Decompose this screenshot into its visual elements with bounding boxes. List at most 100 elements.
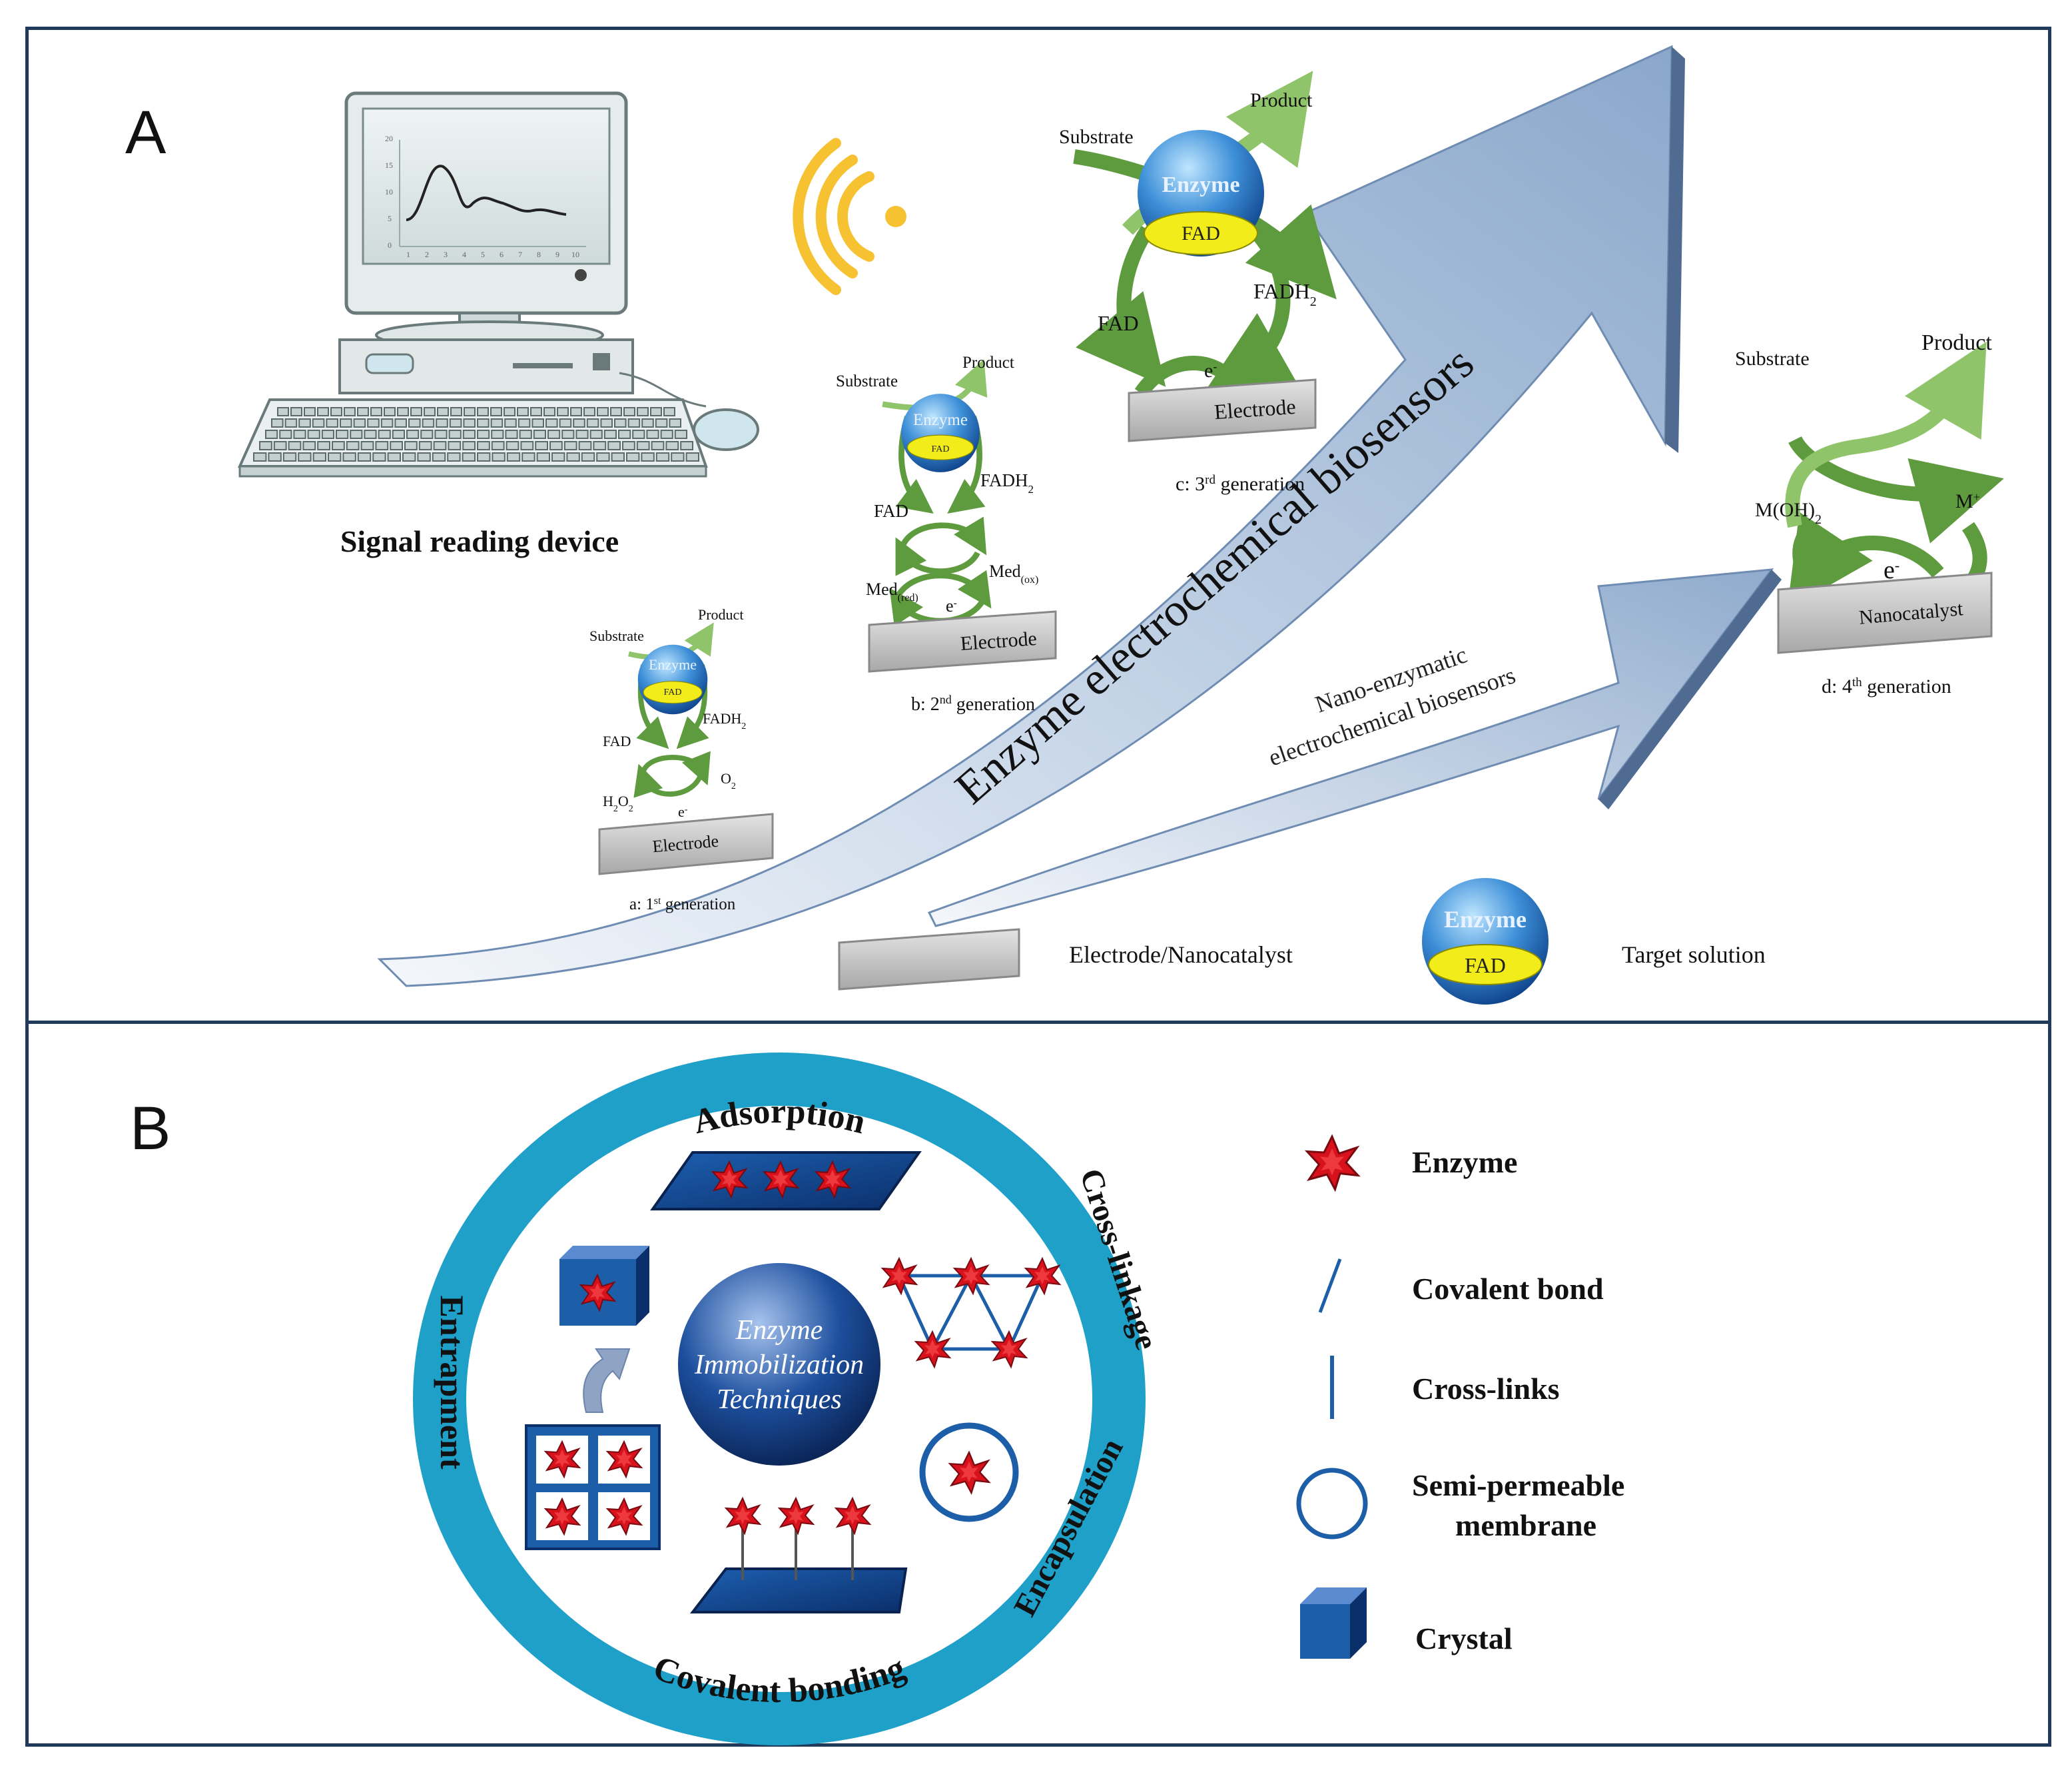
gen2-diagram: Enzyme FAD Substrate Product FADH2 FAD M…	[836, 354, 1057, 715]
keyboard-key	[655, 418, 668, 428]
svg-text:FAD: FAD	[664, 687, 682, 697]
svg-text:Product: Product	[962, 354, 1014, 372]
panel-b-legend: Enzyme Covalent bond Cross-links Semi-pe…	[1296, 1135, 1624, 1659]
svg-text:e-: e-	[678, 803, 688, 820]
keyboard-key	[367, 418, 380, 428]
svg-text:5: 5	[481, 250, 485, 259]
keyboard-key	[464, 407, 476, 416]
svg-text:Product: Product	[1921, 330, 1992, 355]
keyboard-key	[618, 430, 631, 439]
keyboard-key	[570, 407, 582, 416]
svg-text:FADH2: FADH2	[1253, 279, 1317, 309]
svg-text:Techniques: Techniques	[717, 1384, 841, 1415]
keyboard-key	[253, 452, 267, 462]
keyboard-key	[504, 418, 517, 428]
keyboard-key	[545, 418, 558, 428]
svg-text:3: 3	[444, 250, 448, 259]
keyboard-key	[685, 452, 699, 462]
covalent-plate	[689, 1498, 908, 1613]
keyboard-key	[663, 407, 675, 416]
svg-text:FAD: FAD	[1465, 953, 1506, 977]
keyboard-key	[566, 452, 580, 462]
keyboard-key	[410, 407, 422, 416]
keyboard-key	[596, 452, 610, 462]
keyboard-key	[312, 418, 325, 428]
keyboard-key	[655, 452, 670, 462]
svg-text:8: 8	[537, 250, 541, 259]
ring-label-left: Entrapment	[434, 1295, 471, 1469]
keyboard-key	[448, 430, 462, 439]
keyboard-key	[518, 418, 531, 428]
svg-text:Med(red): Med(red)	[866, 580, 918, 604]
svg-text:20: 20	[385, 134, 393, 143]
svg-text:FAD: FAD	[603, 733, 631, 749]
keyboard-key	[462, 452, 476, 462]
membrane-legend-icon	[1296, 1468, 1368, 1540]
keyboard-key	[530, 407, 542, 416]
keyboard-key	[578, 441, 592, 450]
svg-text:Cross-links: Cross-links	[1412, 1372, 1560, 1406]
keyboard-key	[259, 441, 272, 450]
svg-text:10: 10	[571, 250, 579, 259]
keyboard-key	[434, 430, 448, 439]
keyboard-key	[447, 452, 461, 462]
keyboard-key	[302, 441, 316, 450]
keyboard-key	[593, 441, 607, 450]
keyboard-key	[346, 441, 360, 450]
keyboard-key	[490, 418, 504, 428]
keyboard-key	[378, 430, 391, 439]
svg-text:6: 6	[500, 250, 504, 259]
keyboard-key	[531, 418, 545, 428]
keyboard-key	[611, 452, 625, 462]
keyboard-key	[290, 407, 302, 416]
svg-text:Crystal: Crystal	[1415, 1621, 1513, 1655]
keyboard-key	[340, 418, 352, 428]
keyboard-key	[420, 430, 434, 439]
svg-text:Enzyme: Enzyme	[913, 411, 968, 429]
keyboard-key	[372, 452, 386, 462]
svg-text:M(OH)2: M(OH)2	[1755, 499, 1822, 527]
keyboard-key	[277, 407, 289, 416]
keyboard-key	[417, 452, 431, 462]
keyboard-key	[375, 441, 389, 450]
keyboard-key	[271, 418, 284, 428]
svg-text:4: 4	[462, 250, 466, 259]
keyboard-key	[610, 407, 622, 416]
keyboard-key	[394, 418, 408, 428]
keyboard-key	[404, 441, 418, 450]
keyboard-key	[342, 452, 356, 462]
keyboard-key	[521, 452, 535, 462]
keyboard-key	[380, 418, 394, 428]
encapsulation-membrane	[919, 1422, 1019, 1522]
keyboard-key	[600, 418, 613, 428]
keyboard-key	[350, 430, 363, 439]
keyboard-key	[477, 441, 490, 450]
keyboard-key	[520, 441, 534, 450]
keyboard-key	[632, 430, 645, 439]
keyboard-key	[298, 418, 311, 428]
svg-text:FAD: FAD	[932, 444, 950, 454]
keyboard-key	[581, 452, 595, 462]
keyboard-key	[586, 418, 599, 428]
keyboard-key	[563, 441, 577, 450]
svg-text:Electrode: Electrode	[960, 628, 1038, 655]
keyboard-key	[477, 418, 490, 428]
wifi-icon	[793, 138, 906, 295]
panel-a-legend: Electrode/Nanocatalyst Enzyme FAD Target…	[838, 878, 1766, 1005]
nano-arrow	[927, 568, 1782, 927]
svg-text:Substrate: Substrate	[1735, 348, 1810, 370]
keyboard-key	[477, 407, 489, 416]
keyboard-key	[536, 452, 550, 462]
keyboard-key	[490, 407, 502, 416]
svg-text:Enzyme: Enzyme	[1444, 906, 1527, 933]
svg-text:H2O2: H2O2	[603, 793, 633, 814]
keyboard-key	[637, 407, 649, 416]
keyboard-key	[477, 430, 490, 439]
svg-text:O2: O2	[721, 770, 736, 791]
svg-text:15: 15	[385, 161, 393, 170]
keyboard-key	[669, 418, 682, 428]
keyboard-key	[408, 418, 421, 428]
svg-text:Substrate: Substrate	[836, 372, 898, 390]
keyboard-key	[402, 452, 416, 462]
svg-text:c: 3rd generation: c: 3rd generation	[1176, 473, 1305, 496]
